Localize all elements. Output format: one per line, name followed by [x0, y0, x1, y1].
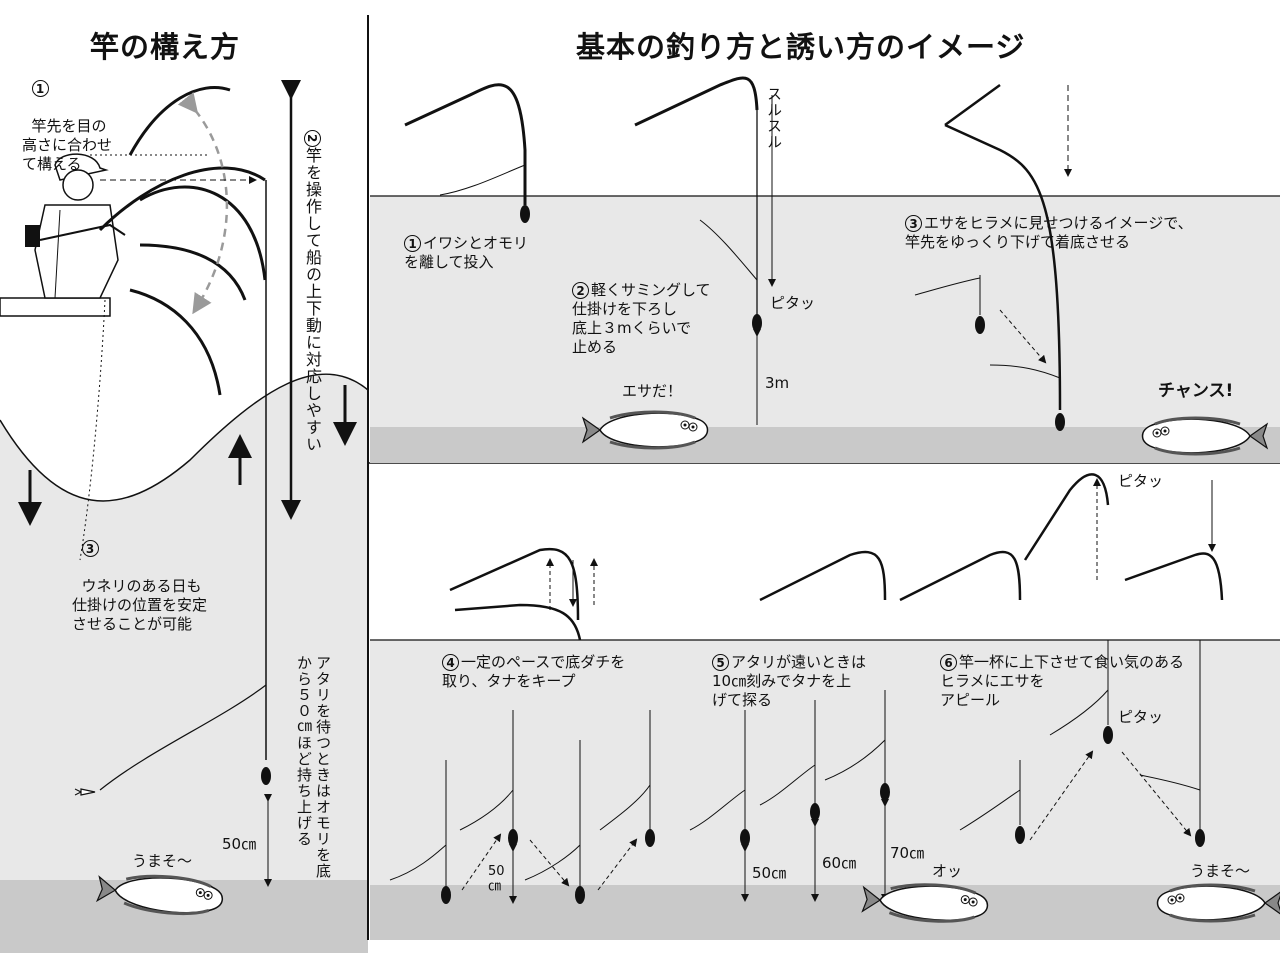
step-2-text: 軽くサミングして 仕掛けを下ろし 底上３mくらいで 止める: [572, 281, 711, 356]
depth-label-left: 50㎝: [222, 835, 257, 853]
note-2-text: 竿を操作して船の上下動に対応しやすい: [303, 147, 322, 453]
step-5-text: アタリが遠いときは 10㎝刻みでタナを上 げて探る: [712, 653, 867, 709]
note-3-text: ウネリのある日も 仕掛けの位置を安定 させることが可能: [72, 577, 208, 633]
surusuru-text: スルスル: [765, 86, 783, 150]
fish-speech-left: うまそ～: [132, 852, 193, 870]
step-2-number: 2: [572, 282, 589, 299]
wait-text: アタリを待つときはオモリを底から５０㎝ほど持ち上げる: [295, 655, 332, 879]
depth-50-stacked: 50 ㎝: [488, 864, 505, 894]
note-3: 3 ウネリのある日も 仕掛けの位置を安定 させることが可能: [72, 520, 207, 634]
depth-3m: 3m: [765, 374, 790, 392]
pita-label-2: ピタッ: [1118, 472, 1164, 490]
note-2: 2竿を操作して船の上下動に対応しやすい: [302, 130, 323, 453]
depth-50: 50㎝: [752, 864, 787, 882]
step-3-text: エサをヒラメに見せつけるイメージで、 竿先をゆっくり下げて着底させる: [905, 214, 1193, 251]
right-title: 基本の釣り方と誘い方のイメージ: [576, 30, 1026, 64]
fish-speech-right: うまそ～: [1190, 862, 1251, 880]
pita-label-1: ピタッ: [770, 294, 816, 312]
step-6-number: 6: [940, 654, 957, 671]
step-4-number: 4: [442, 654, 459, 671]
step-3-number: 3: [905, 215, 922, 232]
chance-text: チャンス!: [1158, 381, 1234, 401]
ott-text: オッ: [932, 862, 963, 880]
pita-label-3: ピタッ: [1118, 708, 1164, 726]
note-1-text: 竿先を目の 高さに合わせ て構える: [22, 117, 113, 173]
step-1-number: 1: [404, 235, 421, 252]
note-1: 1 竿先を目の 高さに合わせ て構える: [22, 60, 112, 174]
depth-60: 60㎝: [822, 854, 857, 872]
depth-70: 70㎝: [890, 844, 925, 862]
note-3-number: 3: [81, 540, 99, 557]
fish-speech-esa: エサだ！: [622, 382, 683, 400]
step-1-text: イワシとオモリ を離して投入: [404, 234, 529, 271]
note-2-number: 2: [304, 130, 321, 147]
left-title: 竿の構え方: [90, 30, 241, 64]
step-5-number: 5: [712, 654, 729, 671]
step-4-text: 一定のペースで底ダチを 取り、タナをキープ: [442, 653, 626, 690]
note-1-number: 1: [31, 80, 49, 97]
step-6-text: 竿一杯に上下させて食い気のある ヒラメにエサを アピール: [940, 653, 1185, 709]
